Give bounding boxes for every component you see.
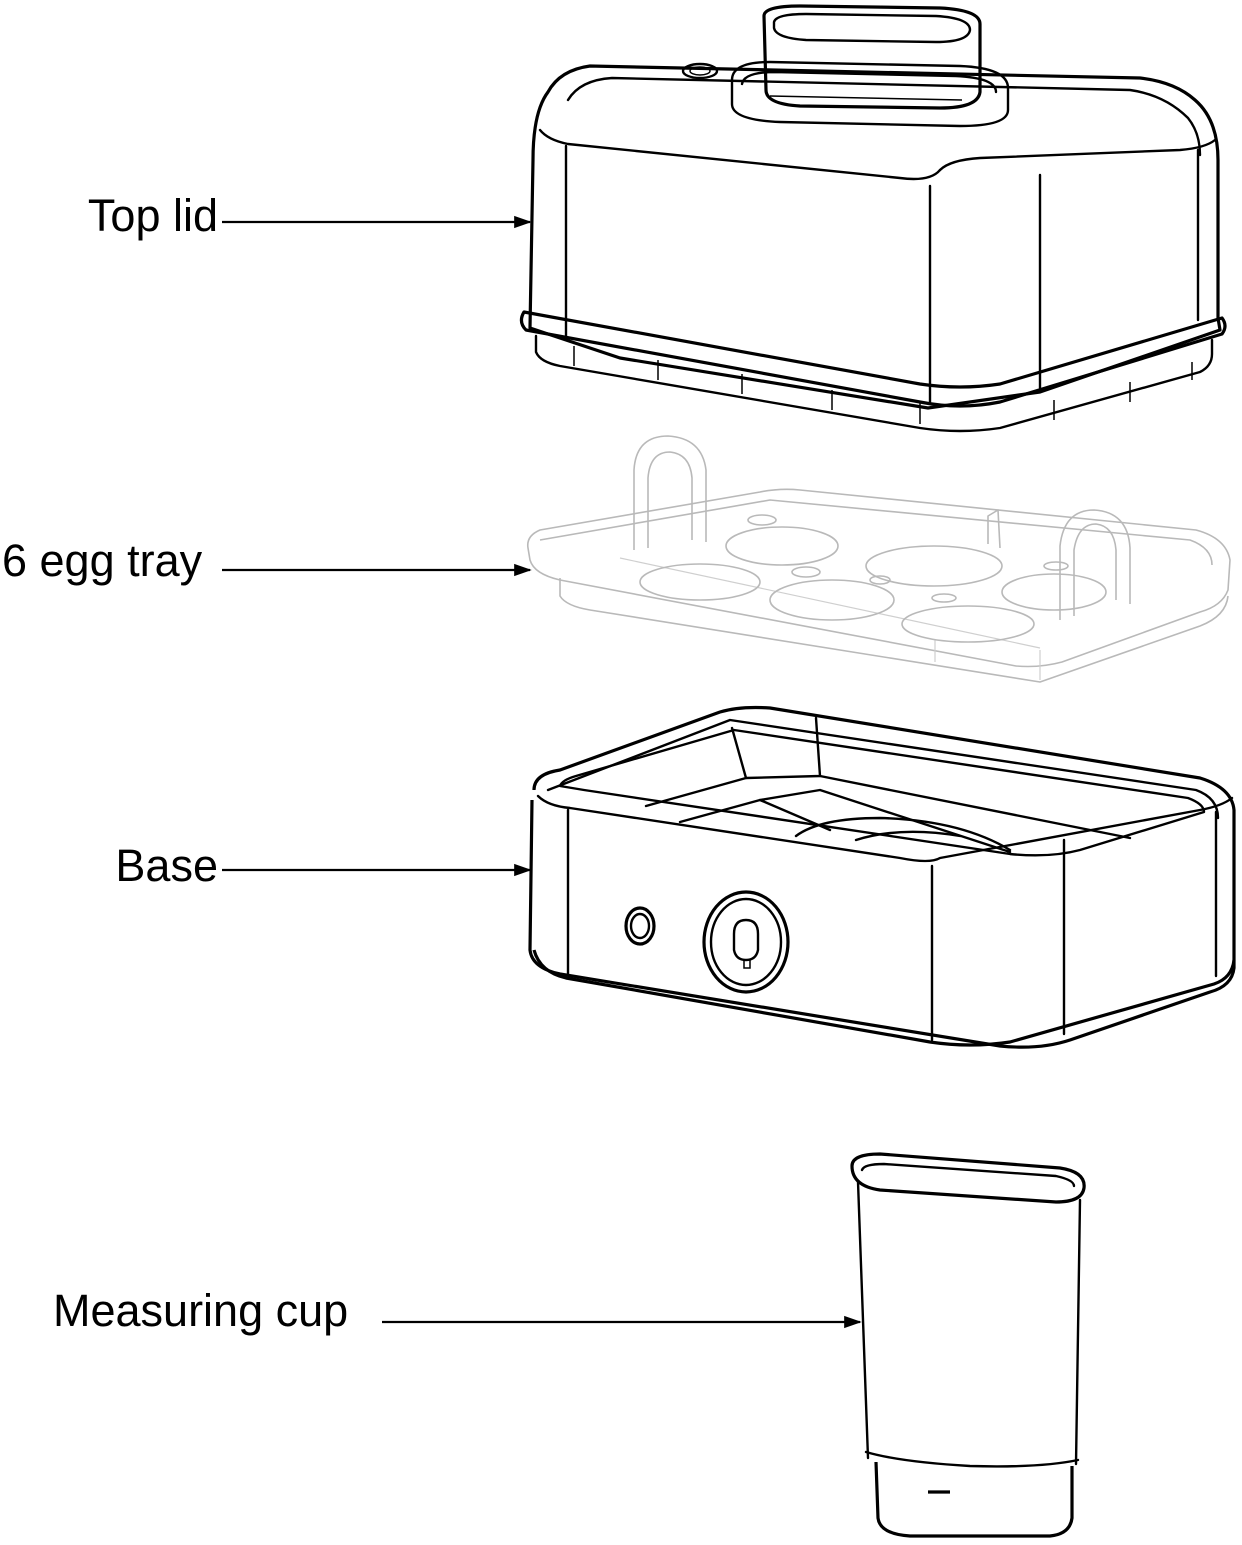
measuring-cup-label: Measuring cup [53, 1285, 349, 1336]
egg-tray-label: 6 egg tray [2, 535, 203, 586]
base-label: Base [115, 840, 218, 891]
top-lid-label: Top lid [87, 190, 218, 241]
top-lid-drawing [519, 4, 1227, 433]
base-drawing [528, 705, 1236, 1049]
measuring-cup-drawing [850, 1152, 1086, 1538]
egg-tray-drawing [526, 435, 1231, 683]
